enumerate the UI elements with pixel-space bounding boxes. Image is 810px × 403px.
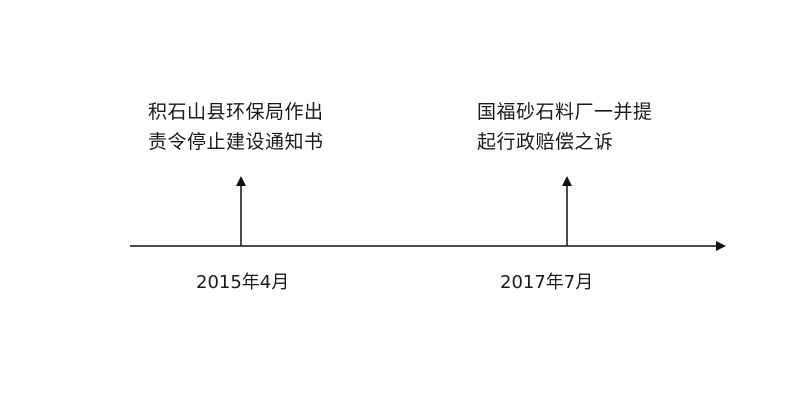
event-1-line-2: 责令停止建设通知书 <box>148 131 324 153</box>
event-2-description: 国福砂石料厂一并提 起行政赔偿之诉 <box>477 97 653 157</box>
event-1-description: 积石山县环保局作出 责令停止建设通知书 <box>148 97 324 157</box>
event-1-date: 2015年4月 <box>196 272 290 293</box>
event-2-line-1: 国福砂石料厂一并提 <box>477 101 653 123</box>
event-1-line-1: 积石山县环保局作出 <box>148 101 324 123</box>
event-2-line-2: 起行政赔偿之诉 <box>477 131 614 153</box>
event-2-date: 2017年7月 <box>500 272 594 293</box>
